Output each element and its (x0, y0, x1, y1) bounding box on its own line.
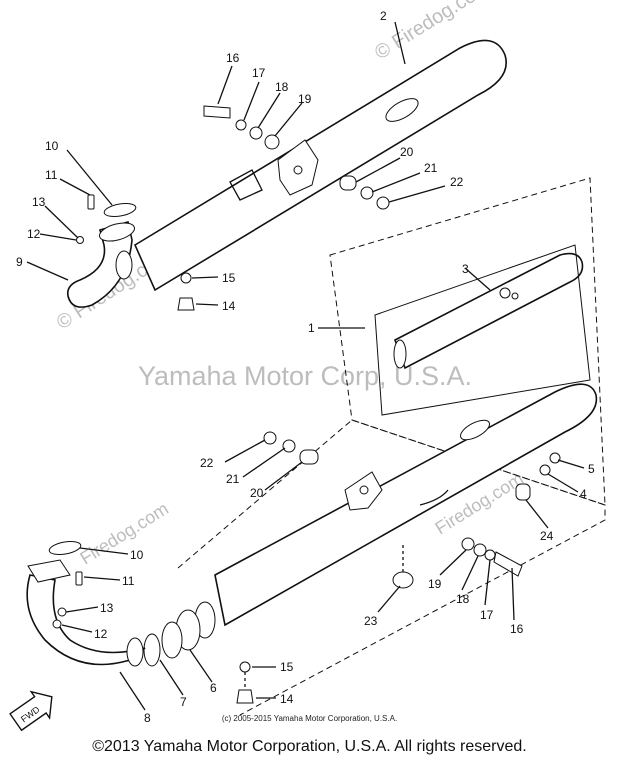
label-part-14-lower: 14 (280, 692, 294, 706)
copyright-main: ©2013 Yamaha Motor Corporation, U.S.A. A… (92, 738, 527, 755)
baffle-tube (393, 252, 584, 370)
label-part-1: 1 (308, 321, 315, 335)
washer-19-lower (461, 537, 475, 551)
label-part-20-lower: 20 (250, 486, 264, 500)
nut-upper (76, 236, 84, 244)
label-part-2: 2 (380, 9, 387, 23)
label-part-9: 9 (16, 255, 23, 269)
washer-18-lower (473, 543, 487, 557)
label-part-22-lower: 22 (200, 456, 214, 470)
exhaust-pipe-lower (26, 574, 146, 667)
bolt-upper-14 (177, 297, 195, 311)
label-part-19-lower: 19 (428, 577, 442, 591)
label-part-14-upper: 14 (222, 299, 236, 313)
label-part-7: 7 (180, 695, 187, 709)
nut-lower-12 (52, 619, 62, 629)
label-part-23: 23 (364, 614, 378, 628)
muffler-lower (214, 383, 598, 627)
label-part-13-upper: 13 (32, 195, 46, 209)
label-part-6: 6 (210, 681, 217, 695)
collar-4 (539, 464, 551, 476)
bolt-16-lower (493, 551, 523, 577)
label-part-11-upper: 11 (45, 168, 58, 182)
bolt-16-upper (203, 105, 231, 119)
label-part-12-lower: 12 (94, 627, 108, 641)
stud-lower (75, 571, 83, 586)
label-part-17-upper: 17 (252, 66, 266, 80)
label-part-5: 5 (588, 462, 595, 476)
grommet-20-upper (339, 175, 357, 191)
muffler-upper (133, 39, 507, 292)
nut-5 (549, 452, 561, 464)
fwd-arrow-icon: FWD (9, 690, 53, 732)
washer-18-upper (249, 126, 263, 140)
kit-outline (329, 177, 606, 506)
gasket-upper (103, 202, 137, 218)
label-part-20-upper: 20 (400, 145, 414, 159)
copyright-small: (c) 2005-2015 Yamaha Motor Corporation, … (221, 714, 398, 723)
label-part-19-upper: 19 (298, 92, 312, 106)
label-part-3: 3 (462, 262, 469, 276)
label-part-13-lower: 13 (100, 601, 114, 615)
lower-muffler-bracket (344, 471, 383, 511)
label-part-12-upper: 12 (27, 227, 41, 241)
label-part-16-upper: 16 (226, 51, 240, 65)
watermark-center: Yamaha Motor Corp, U.S.A. (138, 361, 472, 391)
flange-lower (27, 559, 71, 583)
nut-22-upper (376, 196, 390, 210)
washer-21-lower (282, 439, 296, 453)
stud-upper (87, 194, 95, 210)
label-part-16-lower: 16 (510, 622, 524, 636)
grommet-23 (392, 571, 414, 589)
label-part-21-lower: 21 (226, 472, 240, 486)
label-part-24: 24 (540, 529, 554, 543)
kit-outline-lower (177, 419, 606, 716)
label-part-8: 8 (144, 711, 151, 725)
grommet-20-lower (299, 449, 319, 465)
label-part-18-upper: 18 (275, 80, 289, 94)
bolt-lower-14 (236, 689, 254, 704)
label-part-21-upper: 21 (424, 161, 438, 175)
label-part-4: 4 (580, 487, 587, 501)
leader-lines (26, 21, 585, 711)
washer-17-lower (484, 549, 496, 561)
washer-21-upper (360, 186, 374, 200)
nut-lower-13 (57, 607, 67, 617)
washer-upper-15 (180, 272, 192, 284)
watermark-mid: Firedog.com (77, 498, 172, 568)
label-part-17-lower: 17 (480, 608, 494, 622)
gasket-lower (48, 540, 82, 556)
baffle-frame (374, 244, 591, 416)
label-part-22-upper: 22 (450, 175, 464, 189)
label-part-15-lower: 15 (280, 660, 294, 674)
washer-17-upper (235, 119, 247, 131)
damper-24 (515, 483, 531, 501)
washer-lower-15 (239, 661, 251, 673)
label-part-10-lower: 10 (130, 548, 144, 562)
nut-22-lower (263, 431, 277, 445)
exhaust-pipe-upper (66, 220, 136, 308)
label-part-15-upper: 15 (222, 271, 236, 285)
joint-clamp (143, 601, 216, 667)
label-part-11-lower: 11 (122, 574, 135, 588)
label-part-18-lower: 18 (456, 592, 470, 606)
label-part-10-upper: 10 (45, 139, 59, 153)
upper-muffler-bracket (277, 139, 319, 196)
washer-19-upper (264, 134, 280, 150)
